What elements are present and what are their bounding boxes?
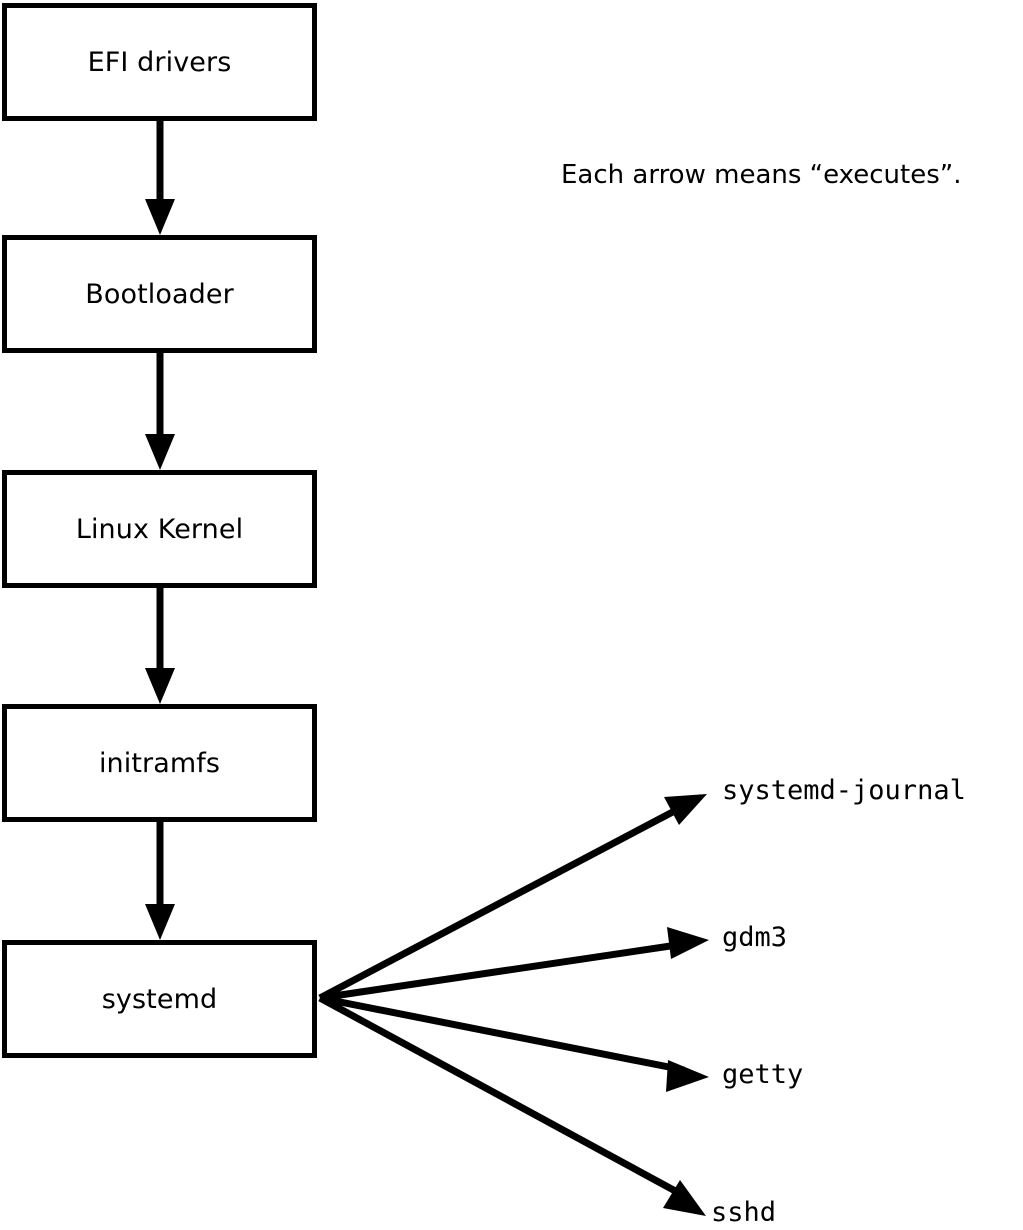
- node-systemd: systemd: [2, 940, 317, 1058]
- node-label-bootloader: Bootloader: [85, 278, 234, 310]
- arrow-efi-to-bootloader: [145, 121, 175, 235]
- node-efi-drivers: EFI drivers: [2, 3, 317, 121]
- node-label-initramfs: initramfs: [98, 747, 221, 779]
- service-label-gdm3: gdm3: [722, 922, 788, 953]
- service-label-getty: getty: [722, 1059, 804, 1090]
- arrow-systemd-to-gdm3: [319, 927, 709, 1002]
- service-label-systemd-journal: systemd-journal: [722, 775, 966, 806]
- arrow-kernel-to-initramfs: [145, 588, 175, 704]
- node-label-linux-kernel: Linux Kernel: [75, 513, 244, 545]
- node-label-systemd: systemd: [101, 983, 218, 1015]
- arrow-systemd-to-systemd-journal: [318, 794, 707, 1002]
- arrow-bootloader-to-kernel: [145, 353, 175, 470]
- node-label-efi-drivers: EFI drivers: [87, 46, 232, 78]
- node-initramfs: initramfs: [2, 704, 317, 822]
- service-label-sshd: sshd: [711, 1197, 777, 1228]
- arrow-initramfs-to-systemd: [145, 822, 175, 940]
- node-linux-kernel: Linux Kernel: [2, 470, 317, 588]
- node-bootloader: Bootloader: [2, 235, 317, 353]
- arrow-systemd-to-getty: [319, 994, 709, 1092]
- legend-note: Each arrow means “executes”.: [561, 160, 962, 190]
- arrow-systemd-to-sshd: [318, 994, 706, 1216]
